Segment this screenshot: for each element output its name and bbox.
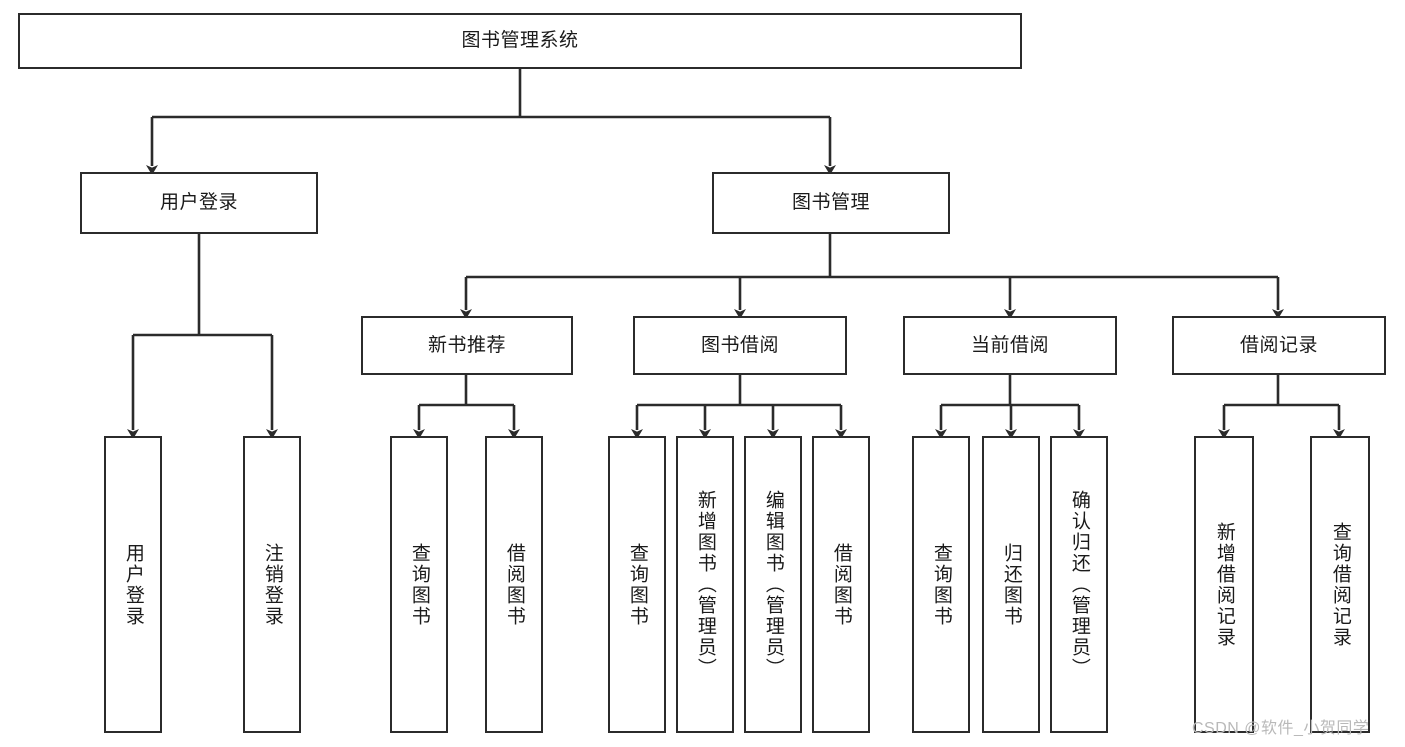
node-leaf-confirm-return-label: 确认归还（管理员）: [1068, 490, 1090, 679]
node-leaf-borrow-book-1[interactable]: 借阅图书: [485, 436, 543, 733]
node-user-login-label: 用户登录: [159, 192, 238, 214]
node-leaf-add-book[interactable]: 新增图书（管理员）: [676, 436, 734, 733]
node-leaf-query-record-label: 查询借阅记录: [1329, 521, 1351, 648]
node-leaf-confirm-return[interactable]: 确认归还（管理员）: [1050, 436, 1108, 733]
node-leaf-user-logout-label: 注销登录: [261, 542, 283, 627]
node-leaf-add-record-label: 新增借阅记录: [1213, 521, 1235, 648]
node-leaf-query-book-3-label: 查询图书: [930, 542, 952, 627]
node-leaf-borrow-book-2[interactable]: 借阅图书: [812, 436, 870, 733]
node-leaf-add-book-label: 新增图书（管理员）: [694, 490, 716, 679]
node-leaf-return-book-label: 归还图书: [1000, 542, 1022, 627]
node-leaf-edit-book[interactable]: 编辑图书（管理员）: [744, 436, 802, 733]
node-current-borrow[interactable]: 当前借阅: [903, 316, 1117, 375]
node-new-book-recommend-label: 新书推荐: [427, 334, 506, 356]
node-leaf-edit-book-label: 编辑图书（管理员）: [762, 490, 784, 679]
node-leaf-query-book-3[interactable]: 查询图书: [912, 436, 970, 733]
node-leaf-query-book-2[interactable]: 查询图书: [608, 436, 666, 733]
node-leaf-query-record[interactable]: 查询借阅记录: [1310, 436, 1370, 733]
node-leaf-return-book[interactable]: 归还图书: [982, 436, 1040, 733]
node-leaf-borrow-book-2-label: 借阅图书: [830, 542, 852, 627]
node-root[interactable]: 图书管理系统: [18, 13, 1022, 69]
node-leaf-borrow-book-1-label: 借阅图书: [503, 542, 525, 627]
node-leaf-query-book-1[interactable]: 查询图书: [390, 436, 448, 733]
node-new-book-recommend[interactable]: 新书推荐: [361, 316, 573, 375]
node-book-borrow-label: 图书借阅: [700, 334, 779, 356]
node-leaf-user-login[interactable]: 用户登录: [104, 436, 162, 733]
node-leaf-user-logout[interactable]: 注销登录: [243, 436, 301, 733]
node-current-borrow-label: 当前借阅: [970, 334, 1049, 356]
node-user-login[interactable]: 用户登录: [80, 172, 318, 234]
node-leaf-add-record[interactable]: 新增借阅记录: [1194, 436, 1254, 733]
node-borrow-record[interactable]: 借阅记录: [1172, 316, 1386, 375]
node-root-label: 图书管理系统: [461, 30, 579, 52]
node-book-manage[interactable]: 图书管理: [712, 172, 950, 234]
node-leaf-user-login-label: 用户登录: [122, 542, 144, 627]
node-borrow-record-label: 借阅记录: [1239, 334, 1318, 356]
node-book-borrow[interactable]: 图书借阅: [633, 316, 847, 375]
node-leaf-query-book-1-label: 查询图书: [408, 542, 430, 627]
node-book-manage-label: 图书管理: [791, 192, 870, 214]
node-leaf-query-book-2-label: 查询图书: [626, 542, 648, 627]
